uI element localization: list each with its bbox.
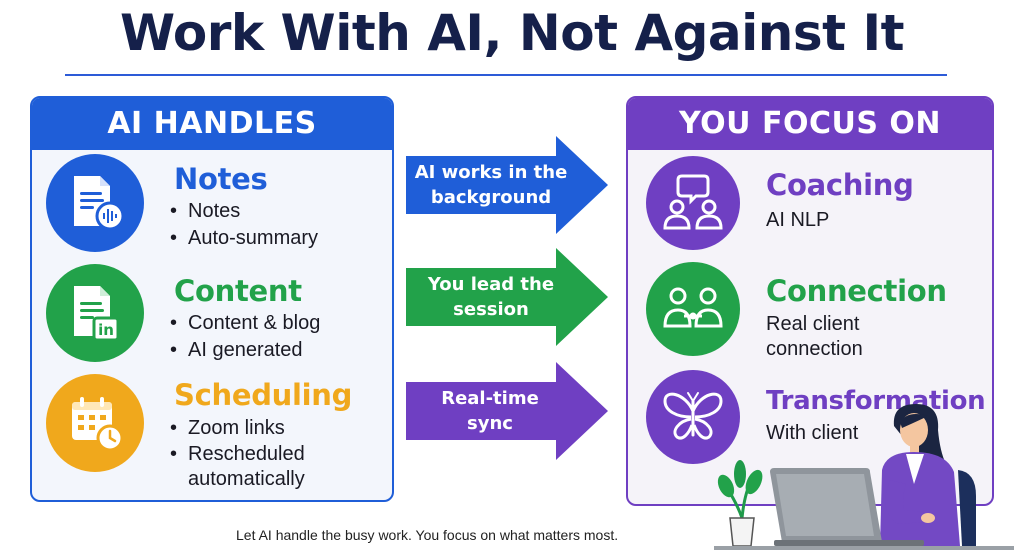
ai-handles-panel: AI HANDLES Notes Notes Auto-summary xyxy=(30,96,394,502)
arrow-sync: Real-time sync xyxy=(406,362,608,460)
you-focus-on-heading: YOU FOCUS ON xyxy=(628,98,992,150)
notes-bullets: Notes Auto-summary xyxy=(168,198,318,252)
scheduling-title: Scheduling xyxy=(174,378,353,412)
scheduling-bullets: Zoom links Rescheduled automatically xyxy=(168,415,368,492)
list-item: Auto-summary xyxy=(168,225,318,252)
calendar-clock-icon xyxy=(46,374,144,472)
notes-icon xyxy=(46,154,144,252)
arrow-background: AI works in the background xyxy=(406,136,608,234)
transformation-title: Transformation xyxy=(766,386,986,416)
connection-subtitle: Real client connection xyxy=(766,313,863,360)
connection-title: Connection xyxy=(766,274,947,308)
list-item: Zoom links xyxy=(168,415,368,442)
content-bullets: Content & blog AI generated xyxy=(168,310,320,364)
arrow-session-label: You lead the session xyxy=(427,274,555,320)
content-title: Content xyxy=(174,274,302,308)
svg-text:in: in xyxy=(98,321,114,339)
list-item: Content & blog xyxy=(168,310,320,337)
ai-handles-heading: AI HANDLES xyxy=(32,98,392,150)
title-divider xyxy=(65,74,947,76)
coaching-subtitle: AI NLP xyxy=(766,209,830,231)
butterfly-icon xyxy=(646,370,740,464)
arrow-sync-label: Real-time sync xyxy=(441,388,539,434)
footer-caption: Let AI handle the busy work. You focus o… xyxy=(236,527,619,543)
coaching-title: Coaching xyxy=(766,168,914,202)
list-item: AI generated xyxy=(168,337,320,364)
arrow-background-label: AI works in the background xyxy=(414,162,568,208)
list-item: Notes xyxy=(168,198,318,225)
coaching-icon xyxy=(646,156,740,250)
woman-laptop-illustration xyxy=(714,404,1014,550)
page-title: Work With AI, Not Against It xyxy=(120,4,904,62)
notes-title: Notes xyxy=(174,162,268,196)
you-focus-on-panel: YOU FOCUS ON Coaching AI NLP Connection … xyxy=(626,96,994,506)
transformation-subtitle: With client xyxy=(766,422,859,444)
arrow-session: You lead the session xyxy=(406,248,608,346)
connection-icon xyxy=(646,262,740,356)
list-item: Rescheduled automatically xyxy=(168,442,368,492)
content-document-icon: in xyxy=(46,264,144,362)
